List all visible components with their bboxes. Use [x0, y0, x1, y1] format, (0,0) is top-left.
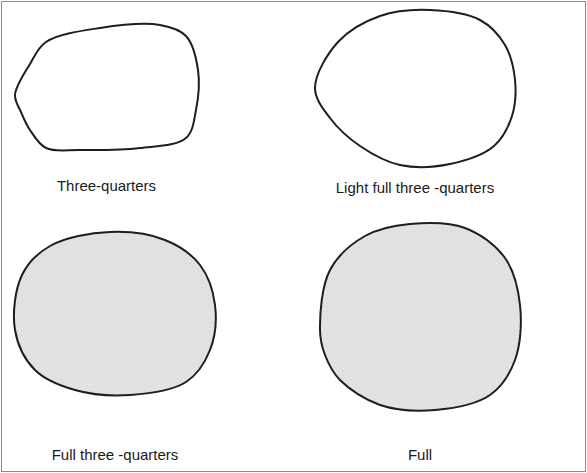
outline-svg — [314, 218, 526, 467]
grain-shape — [15, 24, 199, 151]
grain-shape — [320, 223, 521, 411]
shape-caption: Full three -quarters — [9, 446, 221, 464]
outline-svg — [9, 19, 204, 198]
grain-shape — [315, 10, 516, 167]
outline-svg — [9, 226, 221, 467]
shape-caption: Three-quarters — [9, 177, 204, 195]
grain-shape — [14, 232, 216, 396]
grain-outline: Full three -quarters — [9, 226, 221, 467]
outline-svg — [309, 4, 521, 200]
grain-outline: Three-quarters — [9, 19, 204, 198]
grain-outline: Full — [314, 218, 526, 467]
shape-caption: Full — [314, 446, 526, 464]
shape-caption: Light full three -quarters — [309, 179, 521, 197]
grain-outline: Light full three -quarters — [309, 4, 521, 200]
